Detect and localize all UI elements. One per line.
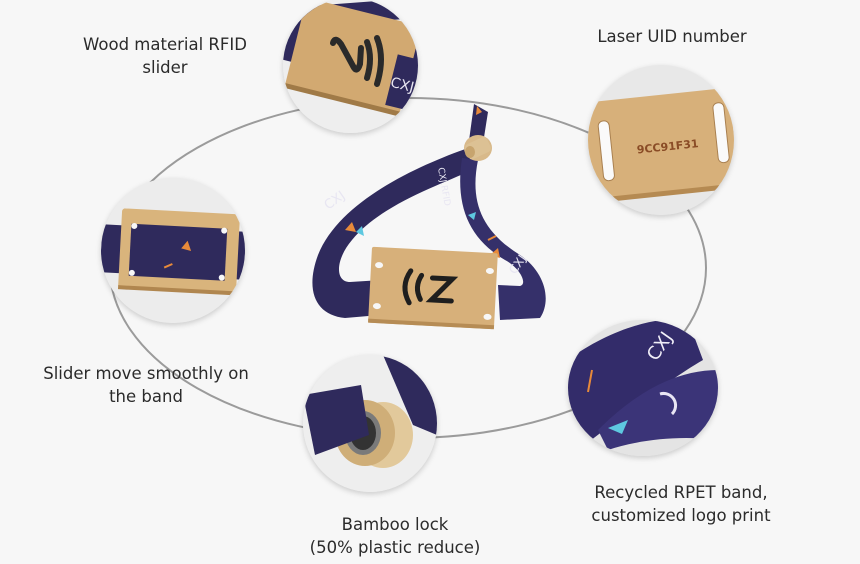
feature-label-rpet-band: Recycled RPET band, customized logo prin… (591, 483, 771, 525)
detail-circle-slider-move (101, 178, 245, 323)
wood-slider-frame (117, 208, 240, 296)
feature-label-bamboo-lock: Bamboo lock (50% plastic reduce) (309, 515, 481, 557)
feature-label-wood-slider: Wood material RFID slider (83, 35, 247, 77)
wooden-rfid-tag (368, 246, 498, 330)
detail-circle-rpet-band: CXJ (568, 320, 718, 456)
detail-circle-bamboo-lock (303, 355, 437, 492)
uid-number-text: 9CC91F31 (636, 137, 699, 156)
detail-circle-laser-uid: 9CC91F31 (588, 65, 734, 215)
detail-circle-wood-slider: CXJ (283, 0, 418, 133)
nfc-icon (402, 268, 459, 306)
feature-label-laser-uid: Laser UID number (597, 27, 747, 46)
band-print-text: CXJ (389, 75, 416, 96)
nfc-icon (330, 35, 384, 87)
bamboo-lock-bead (464, 135, 492, 161)
band-print-text: CXJ (322, 188, 348, 213)
feature-label-slider-move: Slider move smoothly on the band (43, 364, 249, 406)
